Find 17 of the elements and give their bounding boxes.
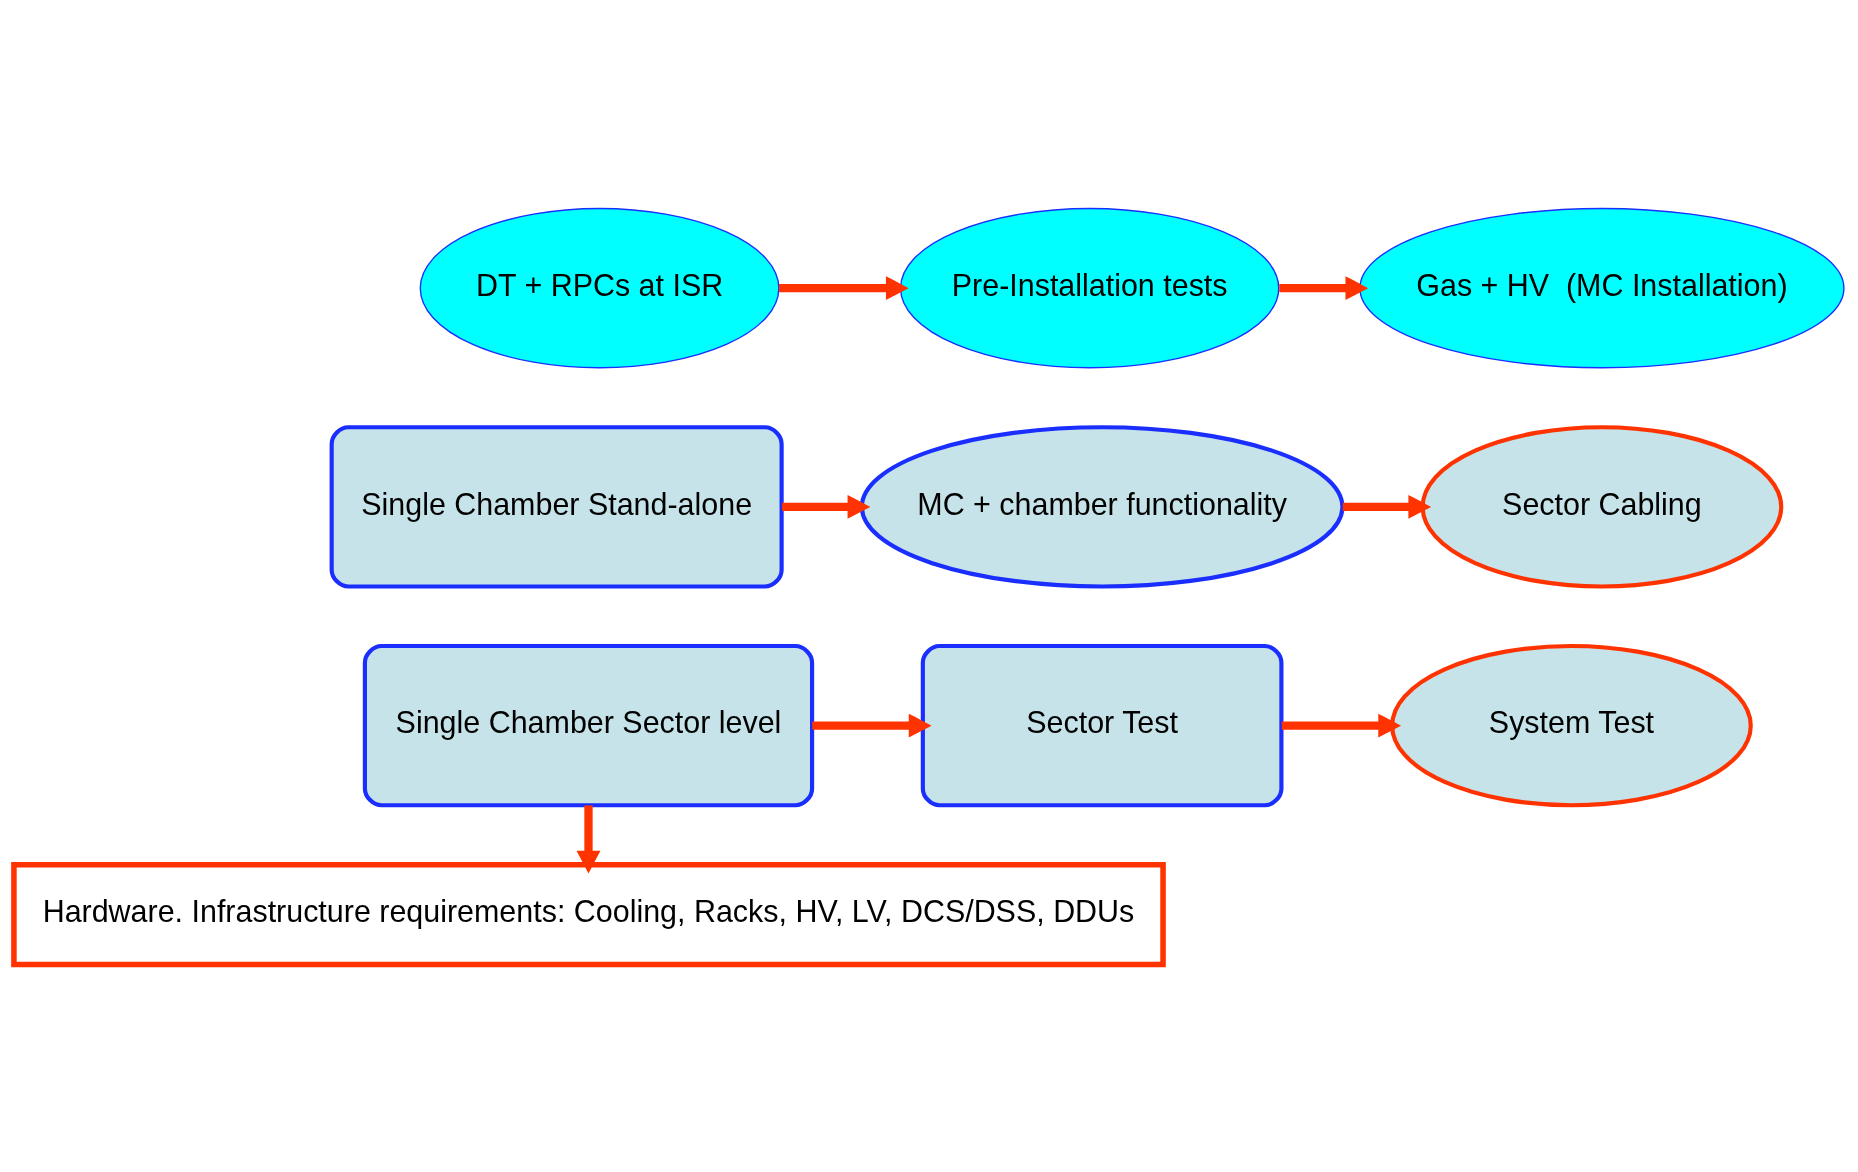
node-ellipse: Sector Cabling	[1420, 424, 1784, 589]
arrow	[779, 275, 909, 300]
node-ellipse: Gas + HV (MC Installation)	[1359, 207, 1845, 368]
node-box: Single Chamber Sector level	[362, 643, 815, 807]
arrow	[1279, 275, 1369, 300]
arrow	[576, 804, 601, 874]
node-box: Single Chamber Stand-alone	[329, 424, 784, 589]
arrow	[1342, 494, 1432, 519]
node-box: Sector Test	[920, 643, 1284, 807]
node-ellipse: Pre-Installation tests	[899, 207, 1280, 368]
node-box: Hardware. Infrastructure requirements: Cooling, Racks, HV, LV, DCS/DSS, DDUs	[11, 861, 1166, 967]
arrow	[1281, 713, 1402, 738]
node-ellipse: DT + RPCs at ISR	[419, 207, 780, 368]
node-ellipse: System Test	[1390, 643, 1753, 807]
node-ellipse: MC + chamber functionality	[859, 424, 1345, 589]
arrow	[812, 713, 932, 738]
arrow	[782, 494, 871, 519]
